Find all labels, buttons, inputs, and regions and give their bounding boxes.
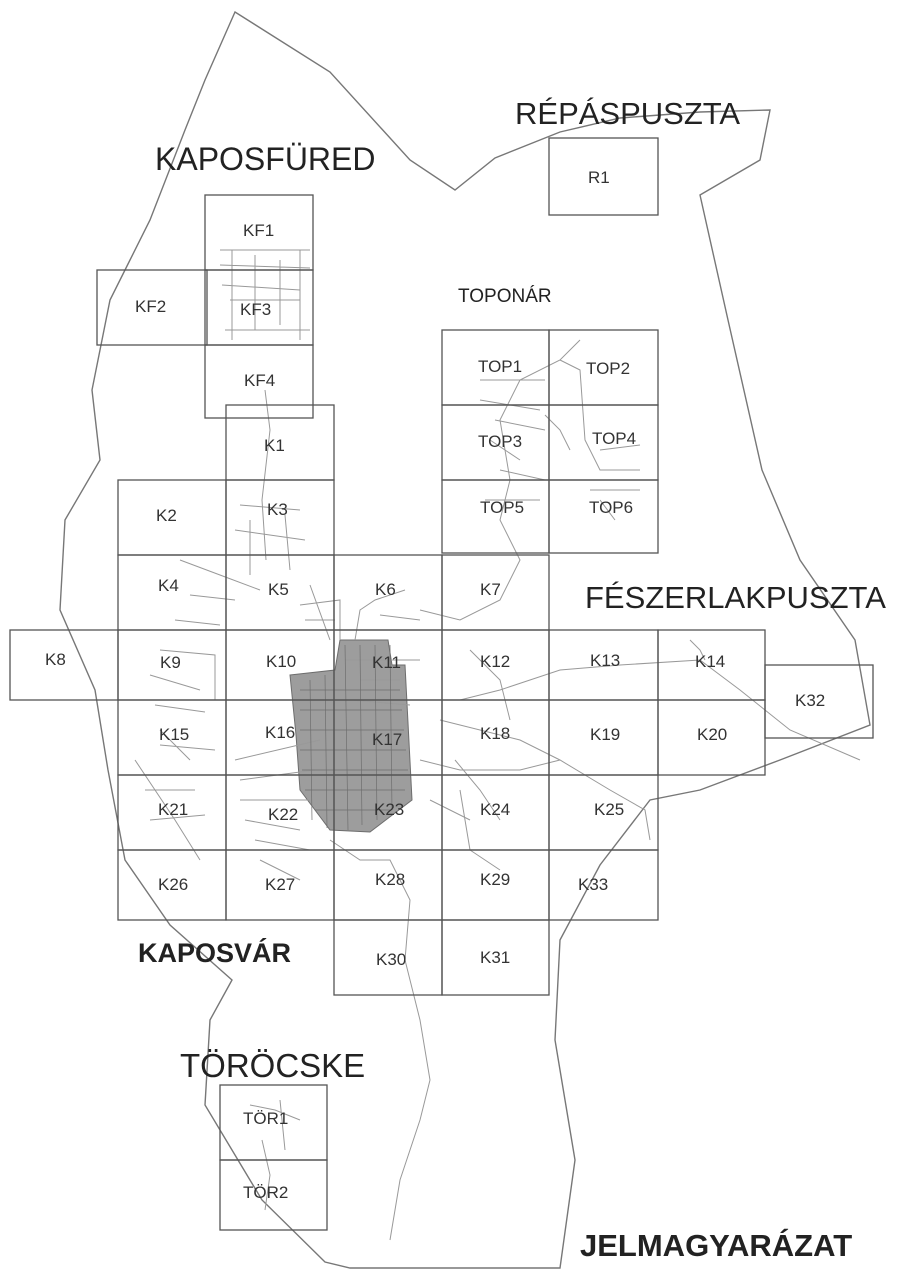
tile-k20: [657, 699, 766, 776]
tile-label-k15: K15: [159, 725, 189, 744]
tile-label-top3: TOP3: [478, 432, 522, 451]
tile-k31: [441, 919, 550, 996]
city-boundary: [59, 10, 871, 1269]
tile-label-k31: K31: [480, 948, 510, 967]
tile-label-kf1: KF1: [243, 221, 274, 240]
tile-label-k14: K14: [695, 652, 725, 671]
tile-label-k28: K28: [375, 870, 405, 889]
downtown-area: [289, 639, 413, 833]
tile-grid: [9, 137, 874, 1231]
tile-label-k18: K18: [480, 724, 510, 743]
tile-label-k11: K11: [372, 653, 401, 672]
district-label-repaspuszta: RÉPÁSPUSZTA: [515, 96, 740, 131]
district-label-feszerlakpuszta: FÉSZERLAKPUSZTA: [585, 580, 886, 615]
tile-label-k22: K22: [268, 805, 298, 824]
tile-label-k33: K33: [578, 875, 608, 894]
tile-label-k25: K25: [594, 800, 624, 819]
tile-label-k6: K6: [375, 580, 396, 599]
tile-label-top2: TOP2: [586, 359, 630, 378]
tile-label-top5: TOP5: [480, 498, 524, 517]
tile-label-k8: K8: [45, 650, 66, 669]
tile-label-k3: K3: [267, 500, 288, 519]
tile-kf2: [96, 269, 208, 346]
tile-label-tor2: TÖR2: [243, 1183, 288, 1202]
tile-label-k7: K7: [480, 580, 501, 599]
tile-label-k13: K13: [590, 651, 620, 670]
tile-label-k12: K12: [480, 652, 510, 671]
tile-label-k24: K24: [480, 800, 510, 819]
tile-label-kf3: KF3: [240, 300, 271, 319]
tile-tor2: [219, 1159, 328, 1231]
tile-r1: [548, 137, 659, 216]
tile-label-k1: K1: [264, 436, 285, 455]
tile-label-r1: R1: [588, 168, 610, 187]
tile-label-kf4: KF4: [244, 371, 275, 390]
tile-label-k26: K26: [158, 875, 188, 894]
tile-label-top4: TOP4: [592, 429, 636, 448]
district-label-kaposvar: KAPOSVÁR: [138, 937, 291, 968]
tile-label-k20: K20: [697, 725, 727, 744]
district-label-torocske: TÖRÖCSKE: [180, 1047, 365, 1084]
tile-label-k27: K27: [265, 875, 295, 894]
legend-title: JELMAGYARÁZAT: [580, 1228, 852, 1263]
downtown-grid: [300, 644, 408, 831]
tile-label-k9: K9: [160, 653, 181, 672]
tile-label-k16: K16: [265, 723, 295, 742]
tile-label-tor1: TÖR1: [243, 1109, 288, 1128]
tile-kf4: [204, 344, 314, 419]
tile-top6: [548, 479, 659, 554]
tile-label-k21: K21: [158, 800, 188, 819]
tile-label-k10: K10: [266, 652, 296, 671]
tile-label-top6: TOP6: [589, 498, 633, 517]
tile-label-k32: K32: [795, 691, 825, 710]
district-label-toponar: TOPONÁR: [458, 286, 552, 307]
tile-label-top1: TOP1: [478, 357, 522, 376]
tile-label-k5: K5: [268, 580, 289, 599]
tile-label-k19: K19: [590, 725, 620, 744]
tile-label-k23: K23: [374, 800, 404, 819]
tile-label-k29: K29: [480, 870, 510, 889]
tile-label-kf2: KF2: [135, 297, 166, 316]
tile-label-k17: K17: [372, 730, 402, 749]
district-label-kaposfured: KAPOSFÜRED: [155, 141, 375, 177]
tile-label-k4: K4: [158, 576, 179, 595]
tile-label-k30: K30: [376, 950, 406, 969]
street-network: [134, 249, 861, 1241]
tile-label-k2: K2: [156, 506, 177, 525]
tile-k33: [548, 849, 659, 921]
